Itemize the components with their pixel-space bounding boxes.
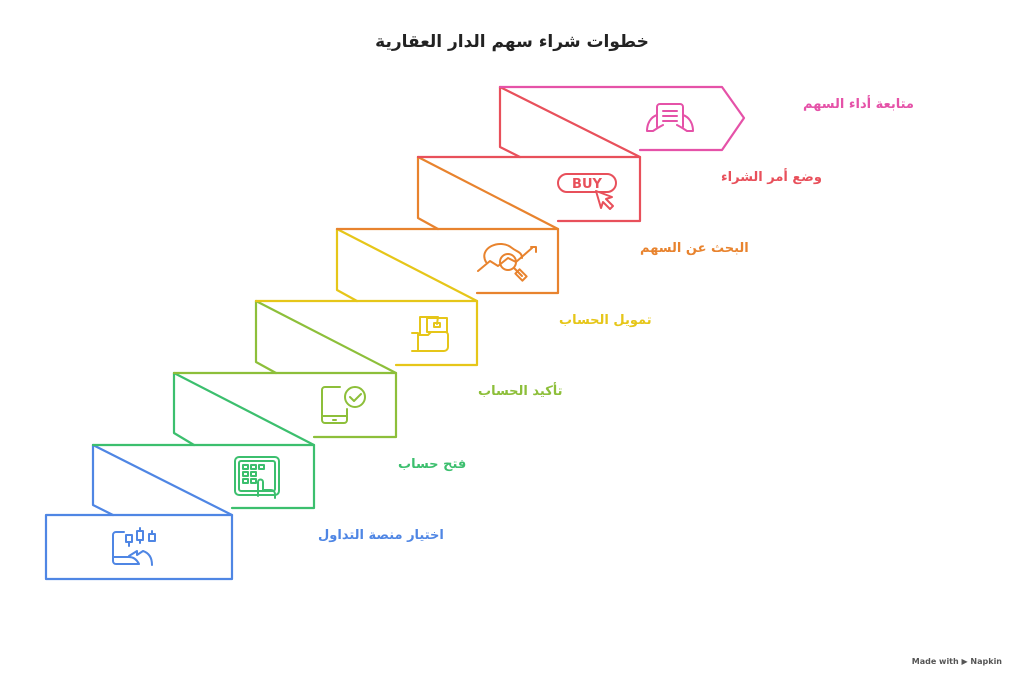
step-1 <box>44 513 234 581</box>
step-label-3: تأكيد الحساب <box>478 384 563 399</box>
step-label-7: متابعة أداء السهم <box>803 97 914 112</box>
step-label-1: اختيار منصة التداول <box>318 528 444 543</box>
phone-check-icon <box>321 386 366 424</box>
step-label-2: فتح حساب <box>398 457 467 472</box>
chart-search-icon <box>477 243 537 282</box>
napkin-watermark: Made with ▶ Napkin <box>911 657 1002 666</box>
step-4 <box>254 299 479 375</box>
step-3 <box>172 371 398 447</box>
page-title: خطوات شراء سهم الدار العقارية <box>375 32 649 52</box>
hand-money-icon <box>411 316 449 352</box>
svg-text:BUY: BUY <box>572 177 602 192</box>
step-5 <box>335 227 560 303</box>
keypad-touch-icon <box>234 456 280 499</box>
step-6 <box>416 155 642 231</box>
buy-button-cursor-icon: BUY <box>557 173 617 210</box>
step-label-5: البحث عن السهم <box>640 241 749 256</box>
tablet-candlestick-chart-icon <box>112 527 156 566</box>
step-label-6: وضع أمر الشراء <box>721 170 822 185</box>
step-7 <box>498 85 746 159</box>
hands-document-icon <box>646 103 694 132</box>
step-label-4: تمويل الحساب <box>559 313 652 328</box>
step-2 <box>91 443 316 517</box>
